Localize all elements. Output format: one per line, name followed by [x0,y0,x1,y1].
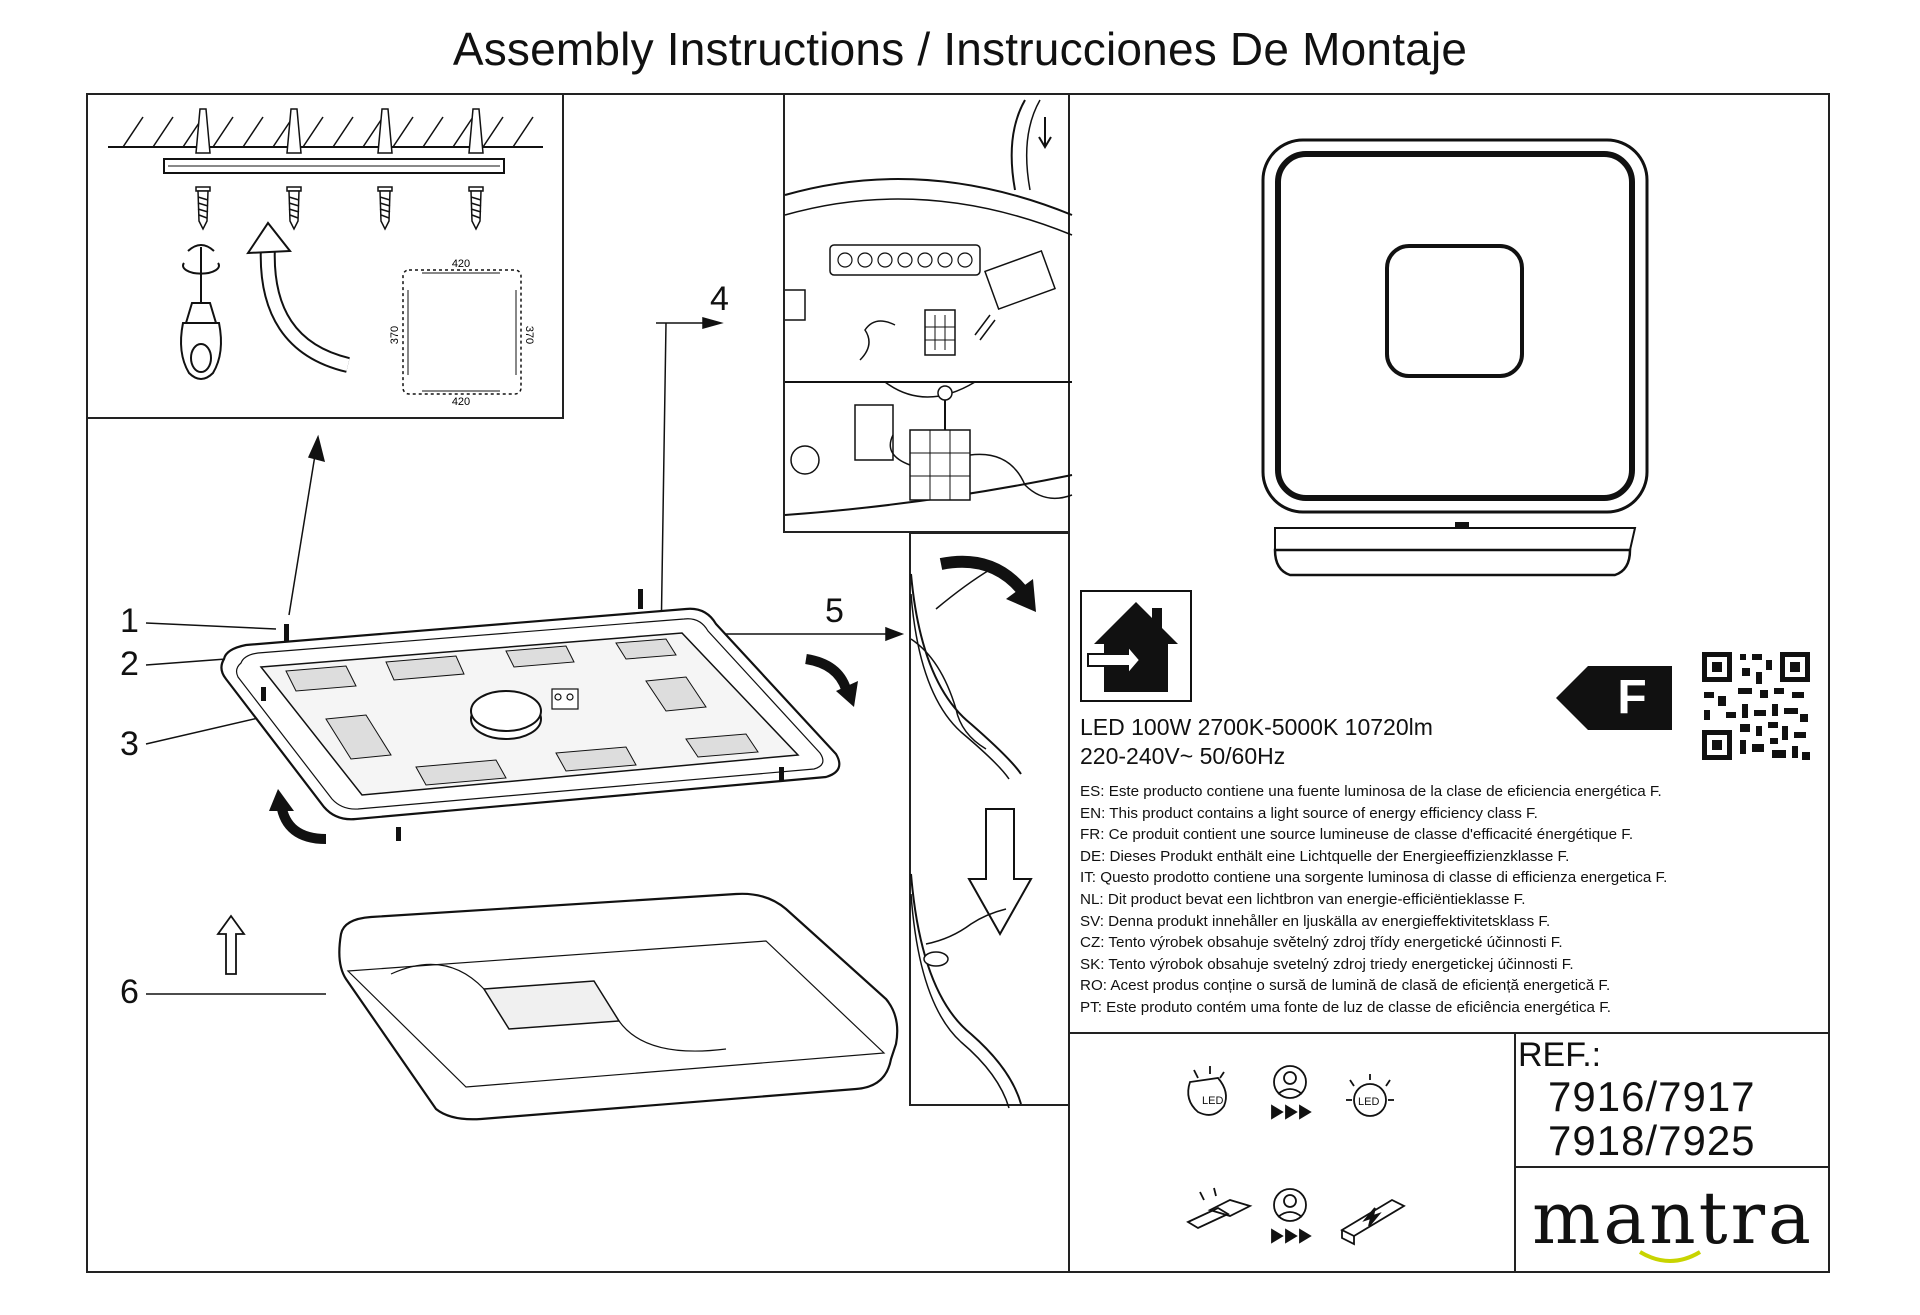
driver-box-icon [1340,1198,1406,1246]
footer-divider [1068,1032,1830,1034]
callout-3: 3 [120,725,139,763]
page-title: Assembly Instructions / Instrucciones De… [452,23,1468,75]
led-chip-icon: LED [1346,1074,1394,1117]
energy-arrow-icon: F [1556,666,1672,730]
wiring-drawing [784,99,1073,516]
brand-logo: mantra [1532,1176,1814,1260]
driver-replaceable-icon [1186,1187,1253,1230]
notice-it: IT: Questo prodotto contiene una sorgent… [1080,869,1668,887]
notice-es: ES: Este producto contiene una fuente lu… [1080,783,1662,800]
template-height-right: 370 [523,326,535,344]
spec-line-1: LED 100W 2700K-5000K 10720lm [1080,714,1433,740]
notice-cz: CZ: Tento výrobek obsahuje světelný zdro… [1080,934,1563,952]
notice-de: DE: Dieses Produkt enthält eine Lichtque… [1080,847,1570,865]
callout-6: 6 [120,973,139,1011]
brand-smile-icon [1638,1250,1702,1263]
callout-1: 1 [120,602,139,640]
callout-2: 2 [120,645,139,683]
pictograms: LED LED [1186,1065,1406,1246]
notice-sv: SV: Denna produkt innehåller en ljuskäll… [1080,912,1551,930]
lock-detail-inset [909,532,1070,1109]
notice-nl: NL: Dit product bevat een lichtbron van … [1080,890,1526,908]
led-not-replaceable-icon: LED [1187,1066,1227,1116]
exploded-view-drawing [145,317,905,1121]
energy-notices: ES: Este producto contiene una fuente lu… [1080,781,1667,1019]
ref-codes-line-2: 7918/7925 [1548,1117,1756,1164]
professional-replace-icon-2 [1271,1188,1312,1244]
ref-codes-line-1: 7916/7917 [1548,1073,1756,1120]
product-views [1261,138,1649,577]
indoor-use-house-icon [1080,590,1192,702]
notice-sk: SK: Tento výrobok obsahuje svetelný zdro… [1080,955,1574,973]
svg-text:LED: LED [1358,1096,1379,1108]
ceiling-mounting-drawing: 420 420 370 370 [108,108,543,408]
callout-4: 4 [710,280,729,318]
ref-divider [1514,1032,1516,1273]
notice-fr: FR: Ce produit contient une source lumin… [1080,826,1634,844]
template-height-left: 370 [389,326,401,344]
energy-class-letter: F [1617,671,1647,724]
spec-line-2: 220-240V~ 50/60Hz [1080,743,1286,769]
professional-replace-icon [1271,1065,1312,1120]
template-width-bottom: 420 [452,396,470,408]
notice-en: EN: This product contains a light source… [1080,804,1538,822]
ref-label: REF.: [1518,1036,1602,1074]
lock-detail-drawing [910,555,1036,1109]
svg-text:LED: LED [1202,1095,1223,1107]
mounting-inset: 420 420 370 370 [86,93,564,419]
template-width-top: 420 [452,258,470,270]
notice-pt: PT: Este produto contém uma fonte de luz… [1080,998,1612,1016]
wiring-inset [783,93,1073,533]
callout-5: 5 [825,592,844,630]
qr-code-icon [1702,652,1810,760]
notice-ro: RO: Acest produs conține o sursă de lumi… [1080,977,1611,995]
brand-divider [1514,1166,1830,1168]
